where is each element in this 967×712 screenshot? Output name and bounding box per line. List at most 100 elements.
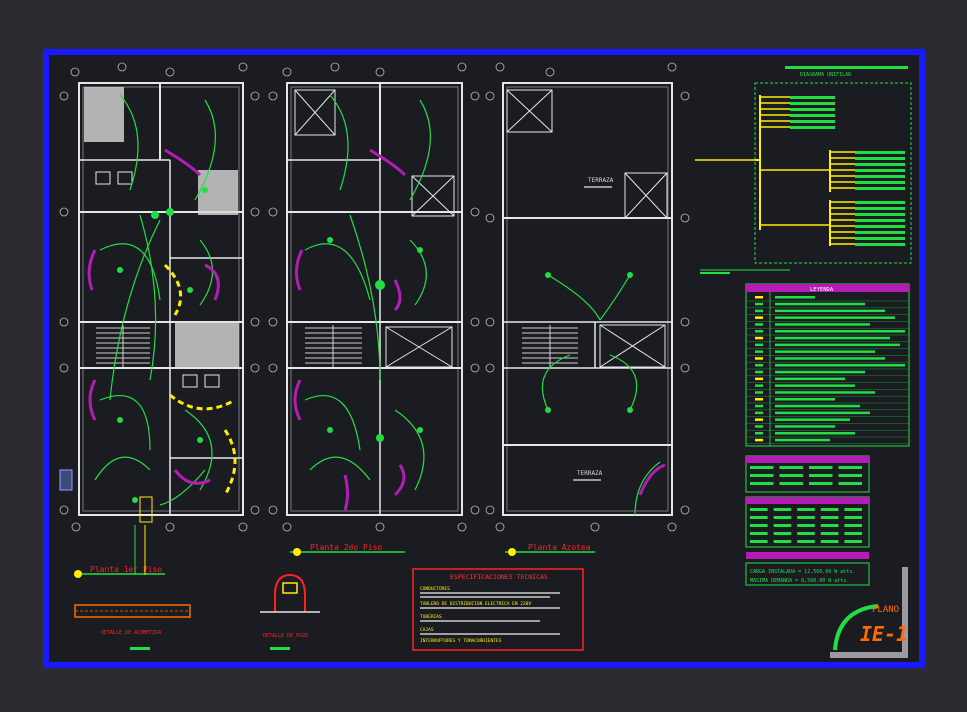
sheet-code: IE-1 (860, 622, 908, 646)
legend-symbol (755, 364, 763, 367)
legend-text (775, 377, 845, 381)
detail-pozo-title: DETALLE DE POZO (263, 633, 308, 639)
specs-title: ESPECIFICACIONES TECNICAS (450, 573, 548, 581)
legend-text (775, 370, 865, 374)
legend-text (775, 336, 890, 340)
load-tables: CARGA INSTALADA = 12,560.00 W atts. MAXI… (745, 455, 870, 586)
load-table-cell (797, 532, 815, 535)
legend-symbol (755, 296, 763, 299)
specs-item-4: CAJAS (420, 627, 434, 633)
load-table-cell (844, 540, 862, 543)
legend-symbol (755, 418, 763, 421)
legend-text (775, 350, 875, 353)
load-table-cell (773, 540, 792, 543)
plan-roof-title: Planta Azotea (528, 543, 591, 552)
legend-symbol (755, 316, 763, 319)
load-table-cell (779, 474, 803, 477)
load-table-cell (750, 466, 774, 469)
specs-item-3: TUBERIAS (420, 614, 442, 620)
technical-specifications: ESPECIFICACIONES TECNICAS CONDUCTORES TA… (412, 568, 584, 651)
legend-symbol (755, 330, 763, 333)
legend-symbol (755, 425, 763, 428)
load-table-cell (773, 532, 792, 535)
load-table-cell (779, 482, 803, 485)
legend-text (775, 343, 900, 347)
specs-item-2: TABLERO DE DISTRIBUCION ELECTRICA EN 220… (420, 601, 531, 607)
specs-item-1: CONDUCTORES (420, 586, 450, 592)
roof-terrace-top-label: TERRAZA (588, 177, 614, 184)
legend-symbol (755, 343, 763, 347)
load-table-cell (750, 524, 768, 527)
legend-text (775, 323, 870, 326)
detail-pozo: DETALLE DE POZO (260, 573, 320, 650)
legend-symbol (755, 391, 763, 394)
legend-symbol (755, 370, 763, 374)
legend-text (775, 398, 835, 401)
load-table-cell (820, 508, 839, 511)
legend-symbol (755, 302, 763, 306)
load-table-cell (838, 474, 862, 477)
legend-text (775, 391, 875, 394)
load-table-cell (750, 516, 768, 519)
diagram-title: DIAGRAMA UNIFILAR (800, 72, 852, 78)
legend-title: LEYENDA (810, 287, 834, 293)
load-table-cell (773, 516, 792, 519)
legend-text (775, 309, 885, 313)
load-table-cell (797, 516, 815, 519)
load-table-cell (809, 482, 833, 485)
legend-text (775, 432, 855, 435)
load-table-cell (820, 540, 839, 543)
legend-text (775, 357, 885, 360)
load-table-cell (797, 540, 815, 543)
load-table-cell (750, 474, 774, 477)
load-table-cell (820, 524, 839, 527)
legend-symbol (755, 404, 763, 408)
legend-text (775, 438, 830, 442)
legend-text (775, 364, 905, 367)
detail-acometida: DETALLE DE ACOMETIDA (74, 525, 191, 650)
load-table-cell (844, 524, 862, 527)
load-table-cell (809, 466, 833, 469)
load-table-cell (838, 466, 862, 469)
legend-text (775, 404, 860, 408)
legend-text (775, 316, 895, 319)
legend-symbol (755, 377, 763, 381)
load-table-cell (773, 524, 792, 527)
legend-symbol (755, 438, 763, 442)
plan-floor-1: Planta 1er Piso (59, 62, 260, 578)
legend-symbol (755, 432, 763, 435)
load-table-cell (844, 508, 862, 511)
detail-acometida-title: DETALLE DE ACOMETIDA (101, 630, 161, 636)
legend-table: LEYENDA (745, 283, 910, 447)
legend-text (775, 411, 870, 415)
sheet-stamp: PLANO IE-1 (833, 604, 908, 651)
sheet-label: PLANO (872, 605, 899, 615)
load-table-cell (750, 482, 774, 485)
legend-symbol (755, 309, 763, 313)
load-table-cell (797, 508, 815, 511)
legend-text (775, 418, 850, 421)
roof-terrace-bottom-label: TERRAZA (577, 470, 603, 477)
load-table-cell (820, 532, 839, 535)
legend-text (775, 425, 835, 428)
plan-floor-2-title: Planta 2do Piso (310, 543, 382, 552)
load-table-cell (809, 474, 833, 477)
installed-load: CARGA INSTALADA = 12,560.00 W atts. (750, 569, 855, 575)
load-table-cell (838, 482, 862, 485)
legend-text (775, 384, 855, 387)
legend-symbol (755, 384, 763, 387)
max-demand: MAXIMA DEMANDA = 8,560.00 W atts. (750, 578, 849, 584)
load-table-cell (773, 508, 792, 511)
legend-text (775, 302, 865, 306)
legend-text (775, 296, 815, 299)
load-table-cell (779, 466, 803, 469)
load-table-cell (844, 532, 862, 535)
legend-text (775, 330, 905, 333)
plan-roof: TERRAZA TERRAZA Planta Azotea (485, 62, 690, 556)
plan-floor-2: Planta 2do Piso (268, 62, 480, 556)
load-table-cell (844, 516, 862, 519)
load-table-cell (750, 540, 768, 543)
unifilar-diagram: DIAGRAMA UNIFILAR (695, 66, 912, 274)
load-table-cell (750, 532, 768, 535)
